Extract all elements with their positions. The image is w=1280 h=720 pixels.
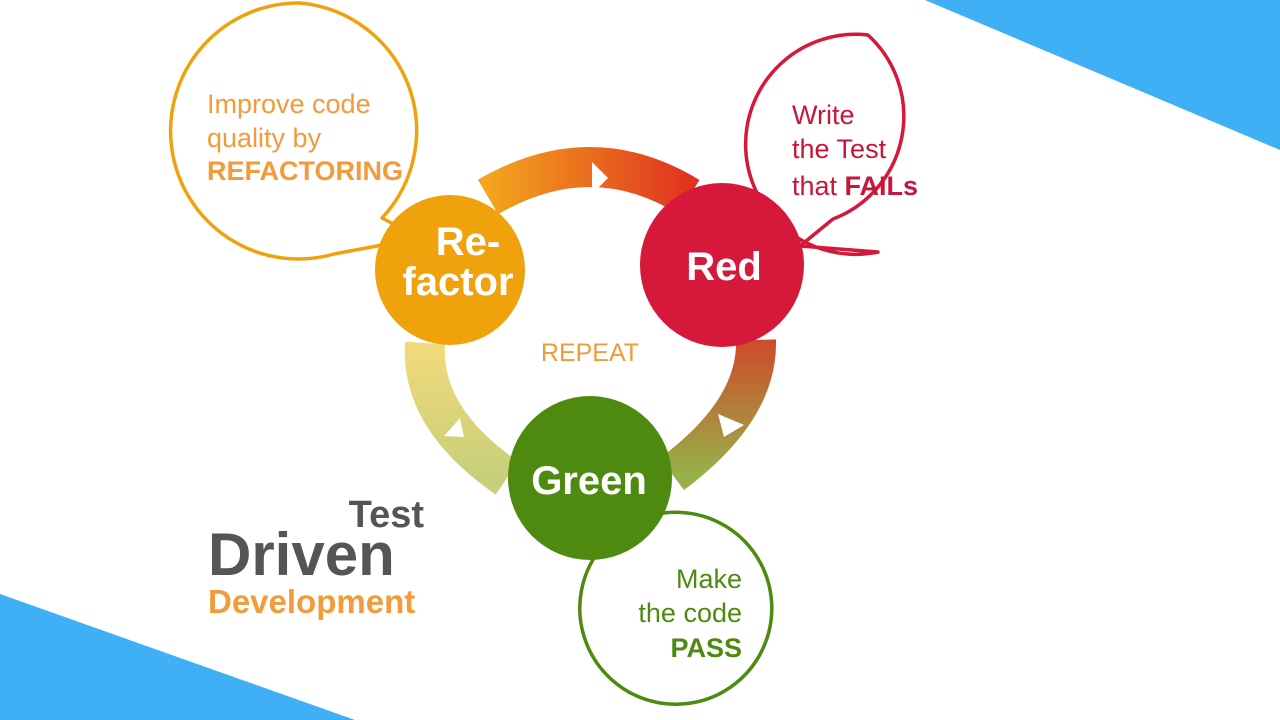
red-node: Red <box>640 183 804 347</box>
red-callout-line3-bold: FAILs <box>845 171 919 201</box>
red-callout-line3: that FAILs <box>792 171 918 201</box>
direction-arrow-icon <box>718 414 744 437</box>
refactor-node-line2: factor <box>402 260 513 304</box>
refactor-node-line1: Re- <box>436 220 500 264</box>
green-callout: Make the code PASS <box>578 510 774 706</box>
red-callout: Write the Test that FAILs <box>743 32 918 256</box>
green-callout-line1: Make <box>676 564 742 594</box>
refactor-callout: Improve code quality by REFACTORING <box>168 1 422 261</box>
brand-development: Development <box>208 583 415 620</box>
green-callout-line3: PASS <box>670 633 742 663</box>
red-callout-line1: Write <box>792 100 855 130</box>
cycle-arc-refactor-to-red <box>477 147 700 215</box>
refactor-node: Re- factor <box>375 195 525 345</box>
green-node-label: Green <box>531 459 647 503</box>
green-node: Green <box>508 396 672 560</box>
refactor-callout-line2: quality by <box>207 123 322 153</box>
refactor-callout-line3: REFACTORING <box>207 156 403 186</box>
brand-driven: Driven <box>208 521 395 588</box>
direction-arrow-icon <box>444 418 464 437</box>
red-callout-line2: the Test <box>792 134 887 164</box>
refactor-callout-line1: Improve code <box>207 89 371 119</box>
cycle-arc-green-to-refactor <box>404 341 519 495</box>
direction-arrow-icon <box>592 162 608 194</box>
brand-test: Test <box>349 494 425 536</box>
red-callout-line3-prefix: that <box>792 171 845 201</box>
green-callout-line2: the code <box>638 598 742 628</box>
corner-accent-top-right <box>925 0 1280 150</box>
tdd-brand: Test Driven Development <box>208 494 424 620</box>
red-node-label: Red <box>686 245 762 289</box>
repeat-label: REPEAT <box>541 339 639 367</box>
cycle-arc-red-to-green <box>659 339 777 491</box>
corner-accent-bottom-left <box>0 594 355 720</box>
